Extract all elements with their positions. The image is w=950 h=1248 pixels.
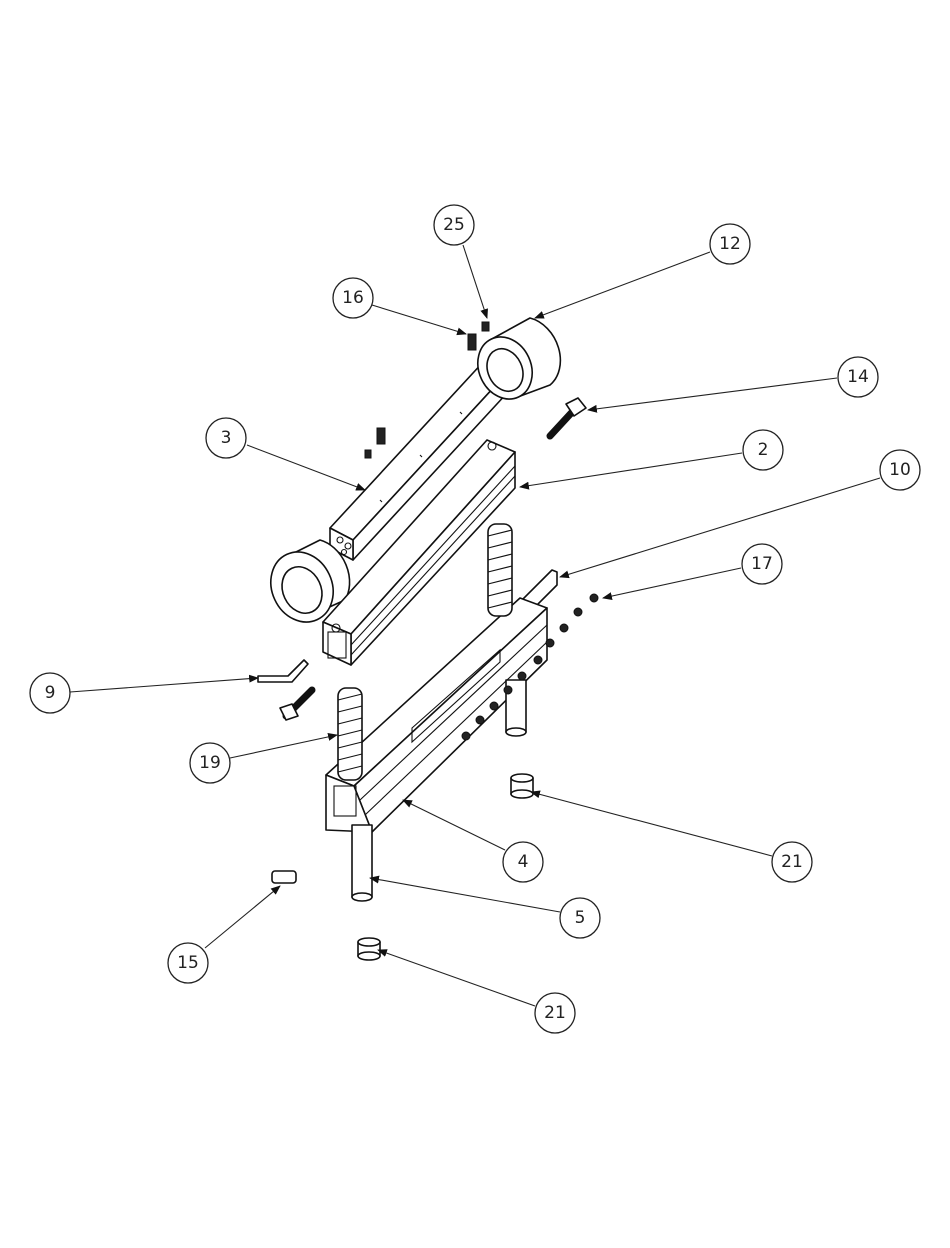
- callout-15-label: 15: [177, 953, 199, 973]
- callout-14-label: 14: [847, 367, 869, 387]
- callout-2: 2: [743, 430, 783, 470]
- callout-17: 17: [742, 544, 782, 584]
- callout-21-upper-label: 21: [781, 852, 803, 872]
- callout-9-label: 9: [45, 683, 56, 703]
- callout-16: 16: [333, 278, 373, 318]
- part-9-l-pin: [258, 660, 308, 682]
- callout-25-label: 25: [443, 215, 465, 235]
- part-15-pin: [272, 871, 296, 883]
- leader-lines: [70, 245, 880, 1006]
- callout-3-label: 3: [221, 428, 232, 448]
- callout-12-label: 12: [719, 234, 741, 254]
- callout-17-label: 17: [751, 554, 773, 574]
- callout-4: 4: [503, 842, 543, 882]
- callout-2-label: 2: [758, 440, 769, 460]
- callout-21-lower: 21: [535, 993, 575, 1033]
- callout-19: 19: [190, 743, 230, 783]
- callout-10-label: 10: [889, 460, 911, 480]
- callout-3: 3: [206, 418, 246, 458]
- callout-19-label: 19: [199, 753, 221, 773]
- callout-15: 15: [168, 943, 208, 983]
- callout-12: 12: [710, 224, 750, 264]
- callout-10: 10: [880, 450, 920, 490]
- callout-16-label: 16: [342, 288, 364, 308]
- callout-25: 25: [434, 205, 474, 245]
- callout-4-label: 4: [518, 852, 529, 872]
- part-25-set-screw: [482, 322, 489, 331]
- callout-9: 9: [30, 673, 70, 713]
- callout-14: 14: [838, 357, 878, 397]
- callout-21-lower-label: 21: [544, 1003, 566, 1023]
- callout-5: 5: [560, 898, 600, 938]
- callout-21-upper: 21: [772, 842, 812, 882]
- callout-5-label: 5: [575, 908, 586, 928]
